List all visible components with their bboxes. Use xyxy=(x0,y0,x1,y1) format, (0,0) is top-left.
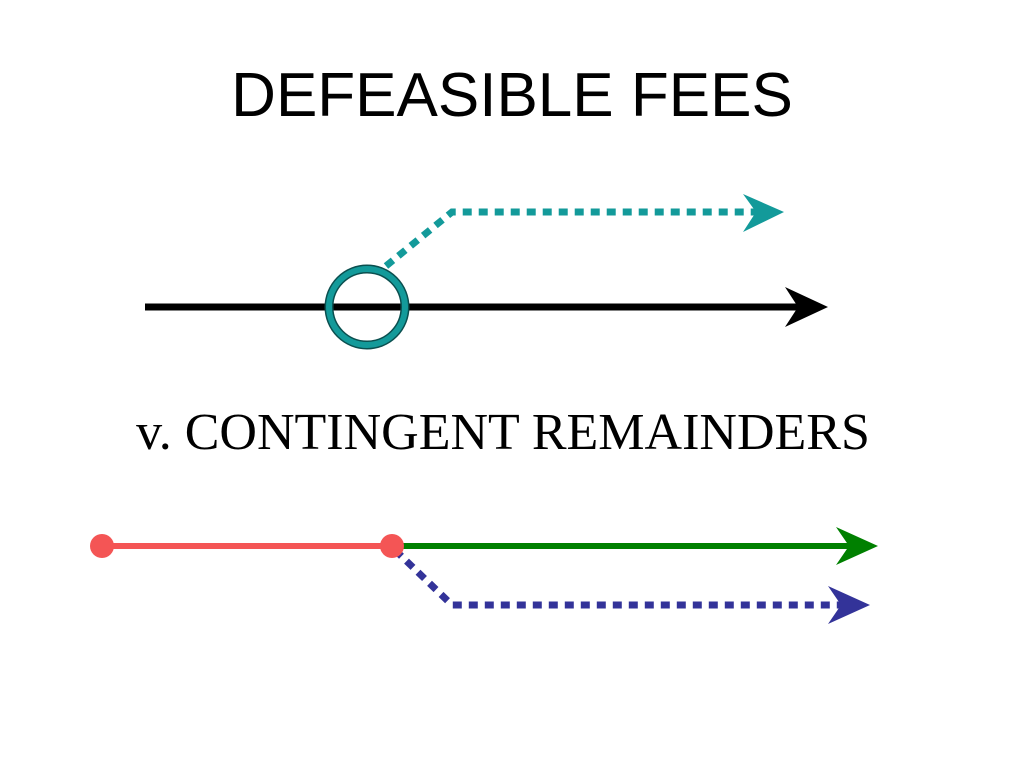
divest-dotted-path xyxy=(383,208,758,269)
slide-subtitle: v. CONTINGENT REMAINDERS xyxy=(136,404,870,461)
slide-title: DEFEASIBLE FEES xyxy=(231,61,793,130)
alternate-arrowhead xyxy=(828,586,870,624)
condition-circle-marker xyxy=(326,266,408,348)
divest-arrowhead xyxy=(743,194,784,232)
alternate-dotted-path xyxy=(392,547,842,609)
prior-estate-end-dot xyxy=(380,534,404,558)
contingent-remainder-diagram xyxy=(90,527,878,624)
defeasible-fee-diagram xyxy=(145,194,828,350)
prior-estate-start-dot xyxy=(90,534,114,558)
fee-timeline-arrowhead xyxy=(785,287,828,327)
remainder-arrowhead xyxy=(836,527,878,565)
